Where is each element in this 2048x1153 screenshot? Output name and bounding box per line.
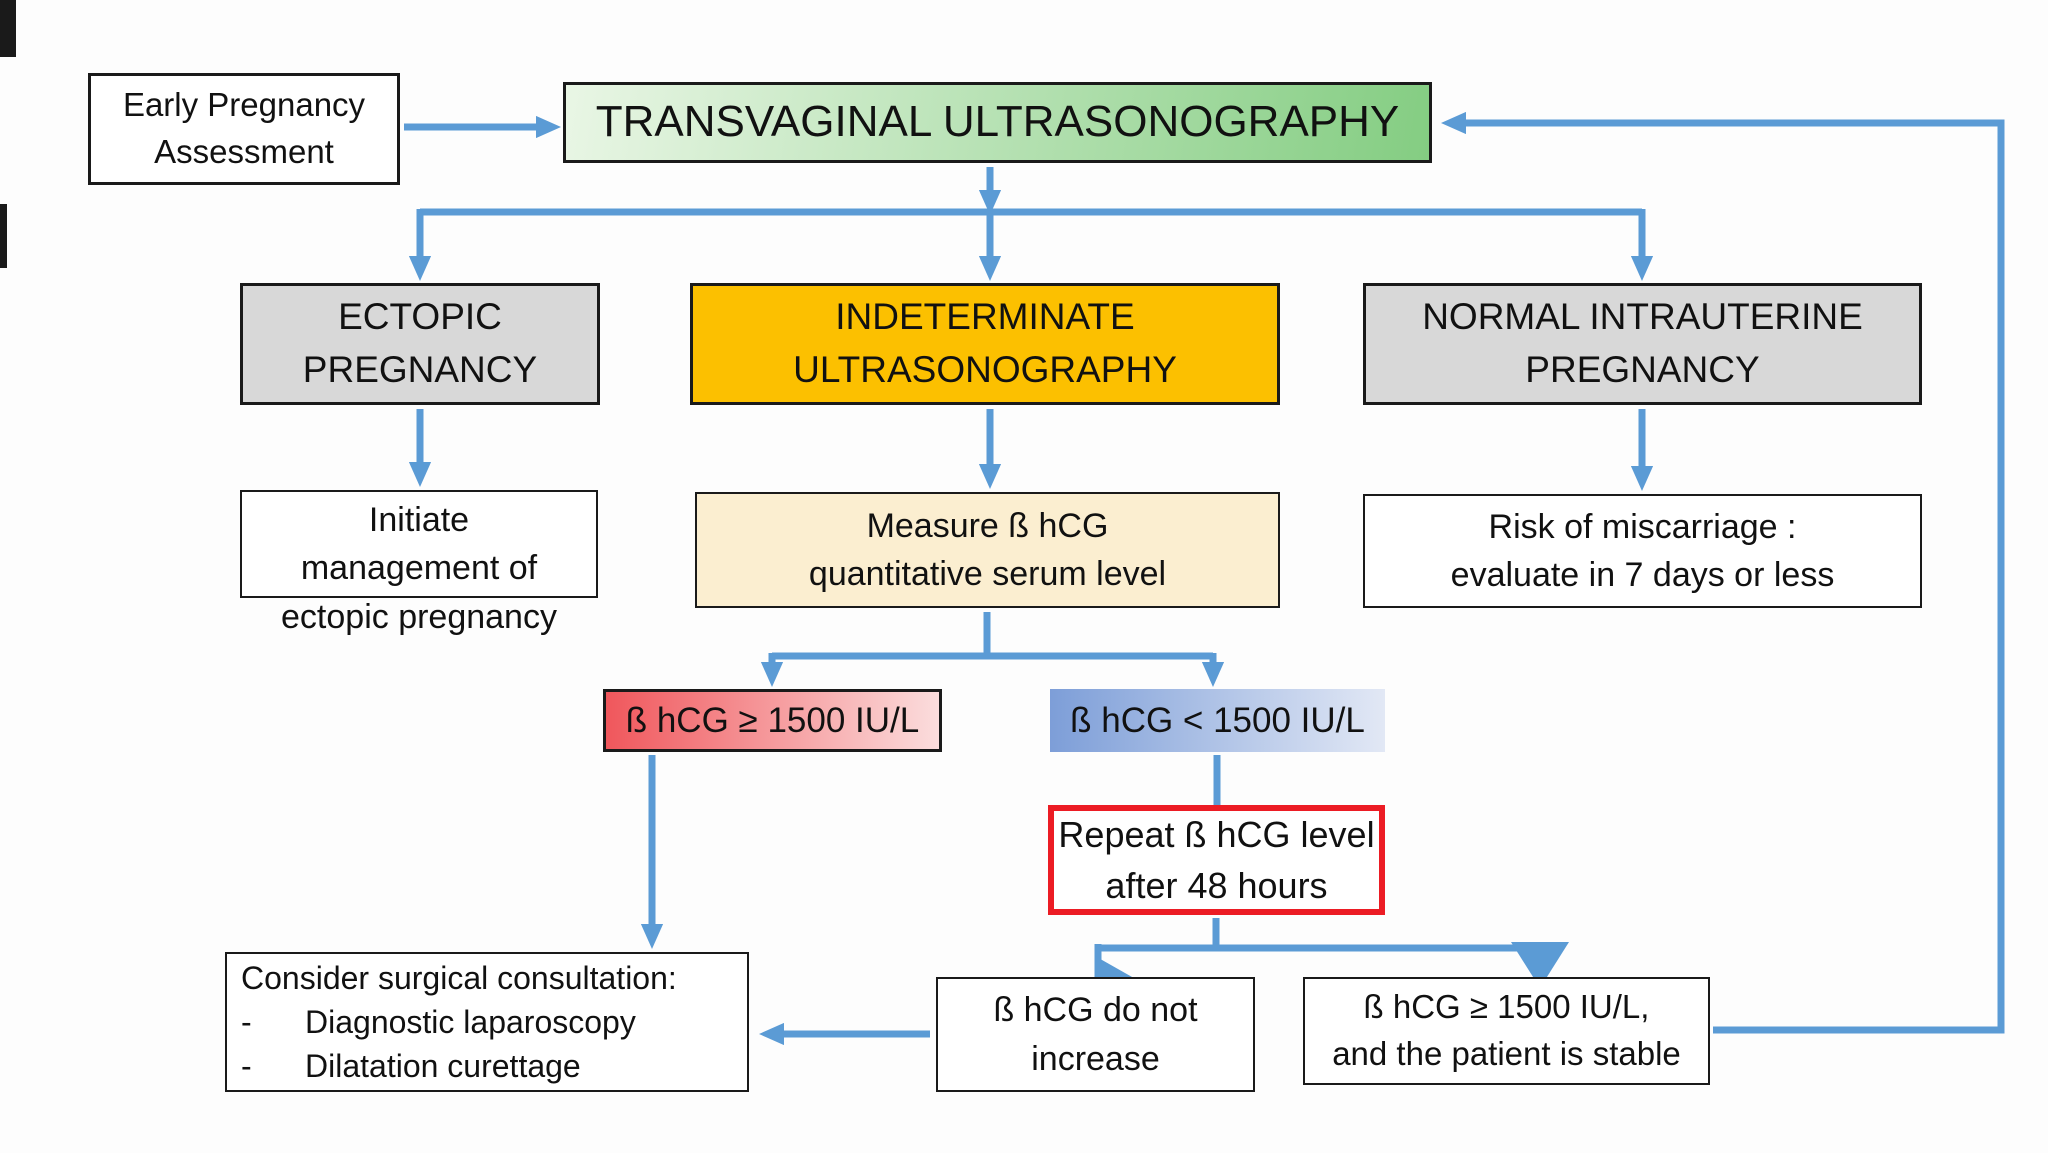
ectopic-line-2: PREGNANCY <box>302 349 538 390</box>
consider-bullet-1: - Diagnostic laparoscopy <box>241 1000 737 1044</box>
arrow-stable-loop-to-tvus <box>1441 111 2005 1034</box>
node-bhcg-above-1500: ß hCG ≥ 1500 IU/L <box>603 689 942 752</box>
normal-line-1: NORMAL INTRAUTERINE <box>1422 296 1863 338</box>
initiate-line-1: Initiate <box>368 501 470 539</box>
node-bhcg-no-increase: ß hCG do not increase <box>936 977 1255 1092</box>
stable-line-1: ß hCG ≥ 1500 IU/L, <box>1363 988 1650 1026</box>
bullet-dash: - <box>241 1048 252 1085</box>
node-indeterminate-ultrasonography: INDETERMINATE ULTRASONOGRAPHY <box>690 283 1280 405</box>
node-risk-of-miscarriage: Risk of miscarriage : evaluate in 7 days… <box>1363 494 1922 608</box>
node-ectopic-pregnancy: ECTOPIC PREGNANCY <box>240 283 600 405</box>
risk-line-2: evaluate in 7 days or less <box>1450 556 1835 594</box>
no-increase-line-1: ß hCG do not <box>993 991 1198 1030</box>
risk-line-1: Risk of miscarriage : <box>1488 507 1797 546</box>
node-bhcg-below-1500: ß hCG < 1500 IU/L <box>1050 689 1385 752</box>
initiate-line-2: management of <box>300 549 538 588</box>
bhcg-below-label: ß hCG < 1500 IU/L <box>1070 700 1365 740</box>
early-line-2: Assessment <box>154 133 334 170</box>
node-bhcg-stable-patient: ß hCG ≥ 1500 IU/L, and the patient is st… <box>1303 977 1710 1085</box>
repeat-line-1: Repeat ß hCG level <box>1058 813 1375 855</box>
bhcg-above-label: ß hCG ≥ 1500 IU/L <box>625 700 920 740</box>
node-transvaginal-ultrasonography: TRANSVAGINAL ULTRASONOGRAPHY <box>563 82 1432 163</box>
bullet-dash: - <box>241 1003 252 1040</box>
tvus-label: TRANSVAGINAL ULTRASONOGRAPHY <box>595 97 1400 147</box>
ectopic-line-1: ECTOPIC <box>338 296 502 338</box>
node-initiate-management: Initiate management of ectopic pregnancy <box>240 490 598 636</box>
node-early-pregnancy-assessment: Early Pregnancy Assessment <box>88 73 400 185</box>
measure-line-1: Measure ß hCG <box>866 506 1109 545</box>
initiate-line-3: ectopic pregnancy <box>281 597 557 636</box>
consider-title: Consider surgical consultation: <box>241 959 677 996</box>
node-measure-bhcg: Measure ß hCG quantitative serum level <box>695 492 1280 608</box>
edge-artifact <box>0 0 16 57</box>
measure-line-2: quantitative serum level <box>808 555 1167 593</box>
arrowhead-stable <box>1511 942 1569 988</box>
indeterminate-line-2: ULTRASONOGRAPHY <box>793 349 1177 390</box>
indeterminate-line-1: INDETERMINATE <box>835 296 1135 338</box>
node-repeat-bhcg: Repeat ß hCG level after 48 hours <box>1048 805 1385 915</box>
normal-line-2: PREGNANCY <box>1525 349 1760 390</box>
early-line-1: Early Pregnancy <box>122 86 366 124</box>
stable-line-2: and the patient is stable <box>1332 1035 1681 1072</box>
repeat-line-2: after 48 hours <box>1105 865 1328 906</box>
node-consider-surgical-consultation: Consider surgical consultation: - Diagno… <box>225 952 749 1092</box>
node-normal-intrauterine-pregnancy: NORMAL INTRAUTERINE PREGNANCY <box>1363 283 1922 405</box>
consider-bullet-1-text: Diagnostic laparoscopy <box>305 1003 636 1040</box>
no-increase-line-2: increase <box>1031 1039 1160 1078</box>
consider-bullet-2: - Dilatation curettage <box>241 1044 737 1088</box>
consider-bullet-2-text: Dilatation curettage <box>305 1048 581 1085</box>
edge-artifact <box>0 204 7 268</box>
